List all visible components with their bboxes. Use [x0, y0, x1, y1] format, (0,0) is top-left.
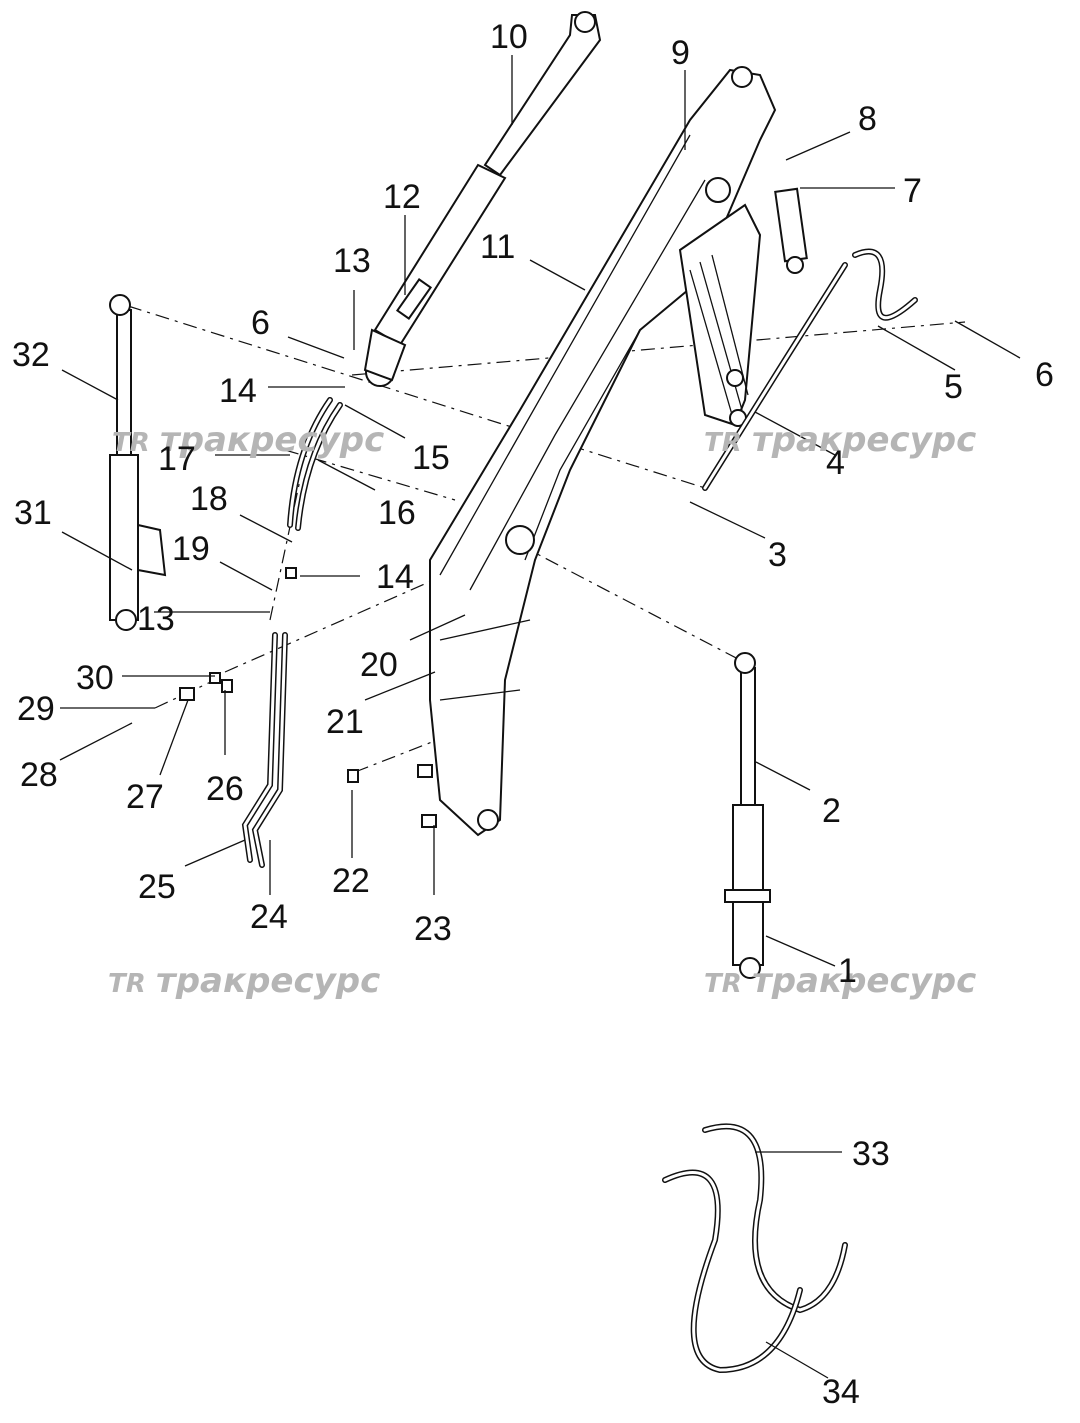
boom-cylinder-left [109, 294, 167, 631]
loose-hoses [662, 1123, 848, 1374]
callout-6-right: 6 [1035, 356, 1054, 394]
callout-33: 33 [852, 1135, 890, 1173]
callout-22: 22 [332, 862, 370, 900]
callout-13-top: 13 [333, 242, 371, 280]
callout-27: 27 [126, 778, 164, 816]
arm-cylinder [363, 11, 602, 387]
watermark-top-left: TR тракресурс [112, 420, 384, 460]
callout-23: 23 [414, 910, 452, 948]
callout-31: 31 [14, 494, 52, 532]
callout-28: 28 [20, 756, 58, 794]
callout-25: 25 [138, 868, 176, 906]
callout-7: 7 [903, 172, 922, 210]
watermark-top-right: TR тракресурс [704, 420, 976, 460]
callout-16: 16 [378, 494, 416, 532]
callout-3: 3 [768, 536, 787, 574]
watermark-bottom-right: TR тракресурс [704, 961, 976, 1001]
small-parts [179, 567, 437, 828]
callout-9: 9 [671, 34, 690, 72]
callout-4: 4 [826, 444, 845, 482]
callout-30: 30 [76, 659, 114, 697]
callout-24: 24 [250, 898, 288, 936]
boom-cylinder-right [724, 652, 771, 979]
callout-34: 34 [822, 1373, 860, 1411]
watermark-bottom-left: TR тракресурс [108, 961, 380, 1001]
watermark-text: тракресурс [160, 420, 384, 460]
callout-6-left: 6 [251, 304, 270, 342]
leader-lines [59, 55, 1021, 1379]
callout-2: 2 [822, 792, 841, 830]
callout-5: 5 [944, 368, 963, 406]
watermark-text: тракресурс [752, 420, 976, 460]
callout-20: 20 [360, 646, 398, 684]
callout-12: 12 [383, 178, 421, 216]
callout-14-top: 14 [219, 372, 257, 410]
callout-10: 10 [490, 18, 528, 56]
callout-11: 11 [480, 228, 515, 266]
callout-labels: 1 2 3 4 5 6 6 7 8 9 10 11 12 13 13 14 14… [12, 18, 1054, 1411]
callout-32: 32 [12, 336, 50, 374]
bucket-line [702, 187, 918, 491]
watermark-logo: TR [704, 428, 742, 458]
watermark-text: тракресурс [752, 961, 976, 1001]
watermark-logo: TR [112, 428, 150, 458]
callout-15: 15 [412, 439, 450, 477]
watermark-logo: TR [704, 969, 742, 999]
boom [429, 66, 777, 837]
callout-14-bottom: 14 [376, 558, 414, 596]
callout-26: 26 [206, 770, 244, 808]
callout-29: 29 [17, 690, 55, 728]
watermark-text: тракресурс [156, 961, 380, 1001]
arm-hoses [241, 397, 343, 868]
callout-13-bottom: 13 [137, 600, 175, 638]
callout-18: 18 [190, 480, 228, 518]
watermark-logo: TR [108, 969, 146, 999]
callout-21: 21 [326, 703, 364, 741]
callout-8: 8 [858, 100, 877, 138]
callout-17: 17 [158, 440, 196, 478]
callout-1: 1 [838, 952, 857, 990]
callout-19: 19 [172, 530, 210, 568]
